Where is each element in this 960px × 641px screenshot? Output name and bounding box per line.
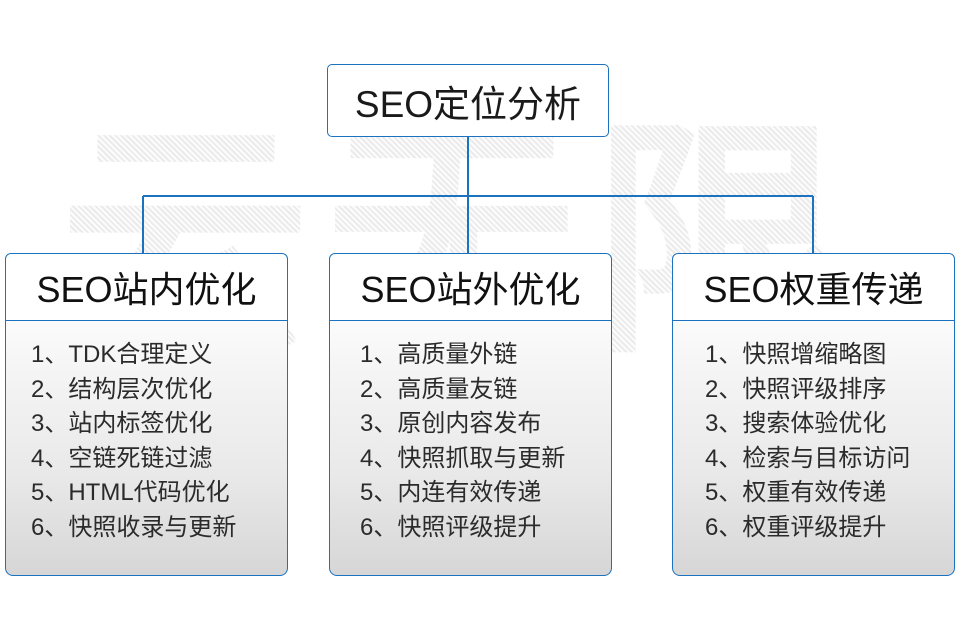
list-item: 4、快照抓取与更新 <box>360 444 566 472</box>
list-item: 3、站内标签优化 <box>31 410 213 437</box>
list-item: 6、快照收录与更新 <box>31 513 237 541</box>
list-item: 5、HTML代码优化 <box>31 479 230 506</box>
root-node[interactable]: SEO定位分析 <box>327 64 609 137</box>
column-header-2[interactable]: SEO站外优化 <box>329 253 612 321</box>
column-seo-onsite: SEO站内优化 1、TDK合理定义 2、结构层次优化 3、站内标签优化 4、空链… <box>5 253 288 576</box>
column-header-3[interactable]: SEO权重传递 <box>672 253 955 321</box>
list-item: 1、快照增缩略图 <box>705 341 887 368</box>
column-body-3: 1、快照增缩略图 2、快照评级排序 3、搜索体验优化 4、检索与目标访问 5、权… <box>672 321 955 576</box>
list-item: 6、快照评级提升 <box>360 513 542 541</box>
column-header-label-2: SEO站外优化 <box>360 269 581 310</box>
list-item: 1、TDK合理定义 <box>31 341 213 368</box>
column-body-2: 1、高质量外链 2、高质量友链 3、原创内容发布 4、快照抓取与更新 5、内连有… <box>329 321 612 576</box>
list-item: 2、高质量友链 <box>360 375 518 403</box>
column-header-1[interactable]: SEO站内优化 <box>5 253 288 321</box>
column-header-label-1: SEO站内优化 <box>36 269 257 310</box>
column-body-1: 1、TDK合理定义 2、结构层次优化 3、站内标签优化 4、空链死链过滤 5、H… <box>5 321 288 576</box>
list-item: 2、快照评级排序 <box>705 375 887 403</box>
list-item: 3、搜索体验优化 <box>705 410 887 437</box>
column-header-label-3: SEO权重传递 <box>703 269 924 310</box>
column-seo-weight-transfer: SEO权重传递 1、快照增缩略图 2、快照评级排序 3、搜索体验优化 4、检索与… <box>672 253 955 576</box>
list-item: 2、结构层次优化 <box>31 375 213 403</box>
list-item: 5、权重有效传递 <box>705 479 887 506</box>
list-item: 6、权重评级提升 <box>705 513 887 541</box>
root-node-label: SEO定位分析 <box>354 83 582 125</box>
list-item: 4、空链死链过滤 <box>31 444 213 472</box>
list-item: 1、高质量外链 <box>360 341 518 368</box>
list-item: 4、检索与目标访问 <box>705 444 911 472</box>
list-item: 5、内连有效传递 <box>360 479 542 506</box>
list-item: 3、原创内容发布 <box>360 410 542 437</box>
column-seo-offsite: SEO站外优化 1、高质量外链 2、高质量友链 3、原创内容发布 4、快照抓取与… <box>329 253 612 576</box>
